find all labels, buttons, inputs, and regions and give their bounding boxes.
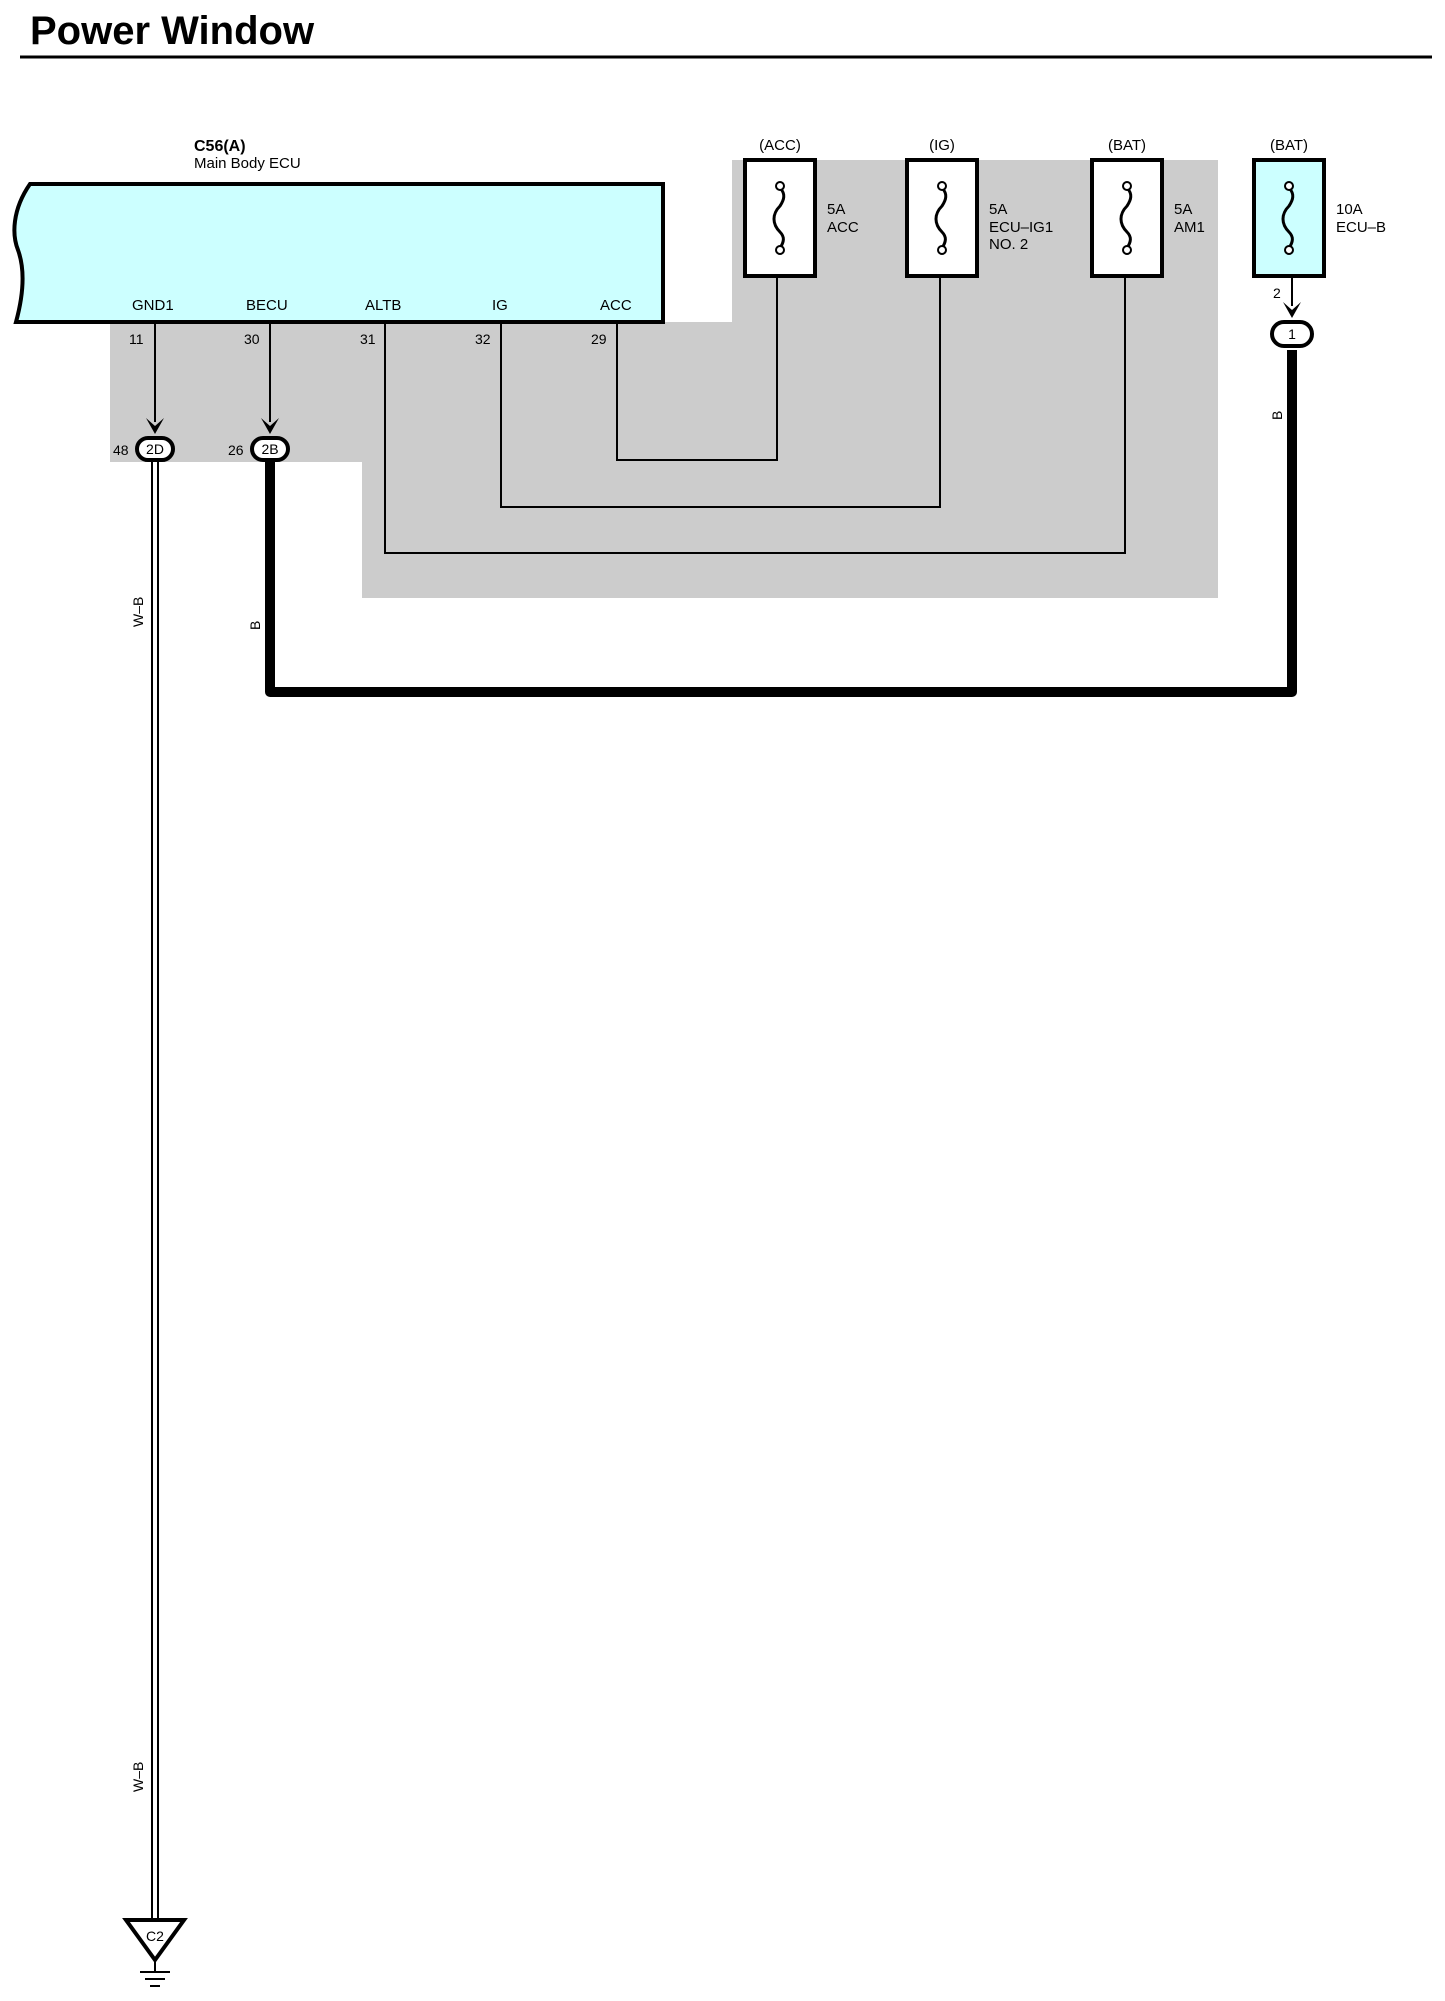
fuse-3-terminal-bottom <box>1122 245 1132 255</box>
wire-wb-label-lower: W–B <box>130 1762 146 1792</box>
fuse-3-element-icon <box>1119 186 1133 249</box>
fuse-4-source: (BAT) <box>1270 137 1308 154</box>
wire-b-thick <box>265 350 1297 697</box>
fuse-3-rating: 5A <box>1174 201 1192 218</box>
fuse-ecu-b-pin: 2 <box>1273 285 1281 301</box>
fuse-3-body <box>1090 158 1164 278</box>
wire-b-label-becu: B <box>247 621 263 630</box>
main-body-ecu <box>12 182 665 324</box>
connector-2d-label: 2D <box>146 441 164 457</box>
fuse-2-body <box>905 158 979 278</box>
fuse-2-source: (IG) <box>929 137 955 154</box>
ecu-pin-altb-label: ALTB <box>365 297 401 314</box>
fuse-2-name-line-1: ECU–IG1 <box>989 219 1053 236</box>
fuse-4-element-icon <box>1281 186 1295 249</box>
ecu-pin-gnd1-label: GND1 <box>132 297 174 314</box>
ecu-pin-altb-number-text: 31 <box>360 331 376 347</box>
fuse-1-body <box>743 158 817 278</box>
connector-2b-pin: 26 <box>228 442 244 458</box>
connector-2d-pin: 48 <box>113 442 129 458</box>
fuse-2-name-line-2: NO. 2 <box>989 236 1028 253</box>
fuse-1-element-icon <box>772 186 786 249</box>
wire-acc <box>616 248 778 461</box>
connector-2d <box>135 436 175 462</box>
fuse-2-terminal-top <box>937 181 947 191</box>
ecu-pin-ig-number: 32 <box>475 331 491 347</box>
connector-2b <box>250 436 290 462</box>
fuse-2-rating: 5A <box>989 201 1007 218</box>
ground-label: C2 <box>146 1928 164 1944</box>
ecu-pin-becu-label: BECU <box>246 297 288 314</box>
fuse-3-terminal-top <box>1122 181 1132 191</box>
fuse-1-terminal-bottom <box>775 245 785 255</box>
ecu-name: Main Body ECU <box>194 155 301 172</box>
fuse-1-terminal-top <box>775 181 785 191</box>
ecu-pin-ig-label: IG <box>492 297 508 314</box>
page-title: Power Window <box>30 9 315 53</box>
gnd1-arrow-icon <box>146 418 164 434</box>
ecu-pin-gnd1-number: 11 <box>129 331 144 347</box>
fuse-1-name-line-1: ACC <box>827 219 859 236</box>
becu-arrow-icon <box>261 418 279 434</box>
wire-altb <box>384 248 1126 554</box>
fuse-3-name-line-1: AM1 <box>1174 219 1205 236</box>
wire-ig <box>500 248 941 508</box>
fuse-3-source: (BAT) <box>1108 137 1146 154</box>
ecu-pin-acc-label: ACC <box>600 297 632 314</box>
ground-icon <box>140 1960 170 1987</box>
fuse-4-terminal-bottom <box>1284 245 1294 255</box>
fuse-1-rating: 5A <box>827 201 845 218</box>
ground-triangle <box>122 1918 188 1964</box>
fuse-1-source: (ACC) <box>759 137 801 154</box>
fuse-2-terminal-bottom <box>937 245 947 255</box>
connector-1 <box>1270 320 1314 348</box>
fuse-4-body <box>1252 158 1326 278</box>
fuse-4-rating: 10A <box>1336 201 1363 218</box>
ecu-b-arrow-icon <box>1283 302 1301 318</box>
ecu-code: C56(A) <box>194 138 246 155</box>
fuse-4-terminal-top <box>1284 181 1294 191</box>
wire-wb-label-upper: W–B <box>130 597 146 627</box>
ecu-pin-acc-number: 29 <box>591 331 607 347</box>
wire-b-label-fuse: B <box>1269 411 1285 420</box>
fuse-2-element-icon <box>934 186 948 249</box>
connector-2b-label: 2B <box>261 441 278 457</box>
connector-1-label: 1 <box>1288 326 1296 342</box>
fuse-4-name-line-1: ECU–B <box>1336 219 1386 236</box>
ecu-pin-becu-number: 30 <box>244 331 260 347</box>
